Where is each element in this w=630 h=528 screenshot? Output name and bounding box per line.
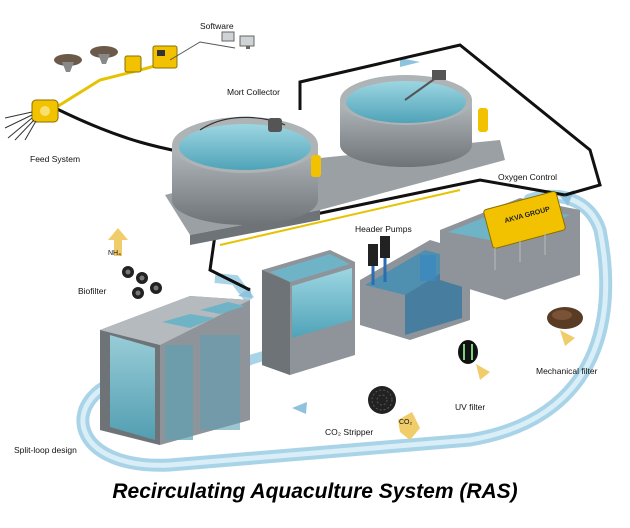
- uv-filter-icon: [458, 340, 490, 380]
- label-co2-stripper: CO₂ Stripper: [325, 427, 374, 437]
- mechanical-filter-media-icon: [547, 307, 583, 346]
- label-split-loop-design: Split-loop design: [14, 445, 77, 455]
- software-computers: [169, 31, 255, 61]
- mechanical-filter-block: AKVA GROUP: [440, 191, 580, 300]
- label-nh4: NH₄: [108, 250, 121, 257]
- biofilter-media-icon: [122, 266, 162, 299]
- label-mort-collector: Mort Collector: [227, 87, 280, 97]
- label-feed-system: Feed System: [30, 154, 81, 164]
- nh4-arrow-icon: [108, 228, 128, 256]
- flow-arrow: [292, 402, 307, 414]
- feed-lines: [4, 111, 37, 141]
- sump-tank: [262, 250, 355, 375]
- co2-arrow-icon: [398, 412, 420, 440]
- co2-stripper-media-icon: [368, 386, 396, 414]
- fish-tank-left: [172, 116, 321, 225]
- label-software: Software: [200, 21, 234, 31]
- feed-system-equipment: [4, 45, 178, 141]
- label-co2: CO₂: [399, 419, 413, 426]
- label-header-pumps: Header Pumps: [355, 224, 412, 234]
- flow-arrow: [400, 58, 420, 67]
- diagram-title: Recirculating Aquaculture System (RAS): [112, 480, 518, 503]
- label-oxygen-control: Oxygen Control: [498, 172, 558, 182]
- label-mechanical-filter: Mechanical filter: [536, 366, 598, 376]
- oxygen-line: [219, 189, 461, 246]
- fish-tank-right: [340, 70, 488, 167]
- label-uv-filter: UV filter: [455, 402, 486, 412]
- label-biofilter: Biofilter: [78, 286, 107, 296]
- biofilter-tanks: [100, 296, 250, 445]
